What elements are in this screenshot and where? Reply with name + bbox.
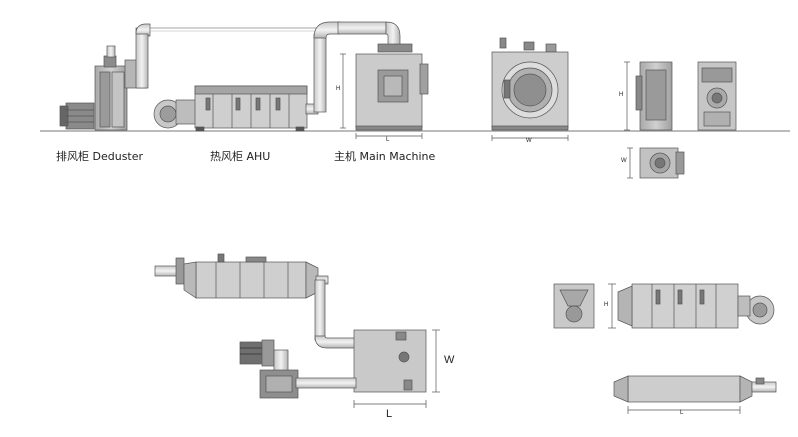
deduster-unit (59, 23, 151, 131)
deduster-label: 排风柜 Deduster (56, 150, 144, 163)
dim-l-plan: L (386, 408, 393, 420)
ahu-detail-views (553, 283, 777, 414)
ahu-body (194, 85, 308, 132)
top-row-elevation (40, 21, 790, 179)
main-machine-side (340, 43, 429, 139)
dim-h-main: H (336, 86, 341, 92)
main-machine-front (491, 37, 569, 141)
ahu-riser-duct (305, 21, 401, 115)
plan-layout-view (154, 253, 440, 408)
deduster-plan-view (627, 147, 685, 179)
dim-h-ahu: H (604, 302, 609, 308)
deduster-front-view (697, 61, 737, 131)
main-machine-label: 主机 Main Machine (334, 150, 436, 163)
dim-w-deduster: W (621, 158, 627, 164)
dim-h-deduster: H (619, 92, 624, 98)
dim-l-ahu: L (680, 410, 684, 416)
dim-w-front: W (526, 138, 532, 144)
dim-l-main: L (386, 137, 390, 143)
ahu-fan (153, 99, 197, 129)
dim-w-plan: W (444, 354, 455, 366)
deduster-side-view (624, 61, 673, 131)
ahu-label: 热风柜 AHU (210, 150, 271, 163)
